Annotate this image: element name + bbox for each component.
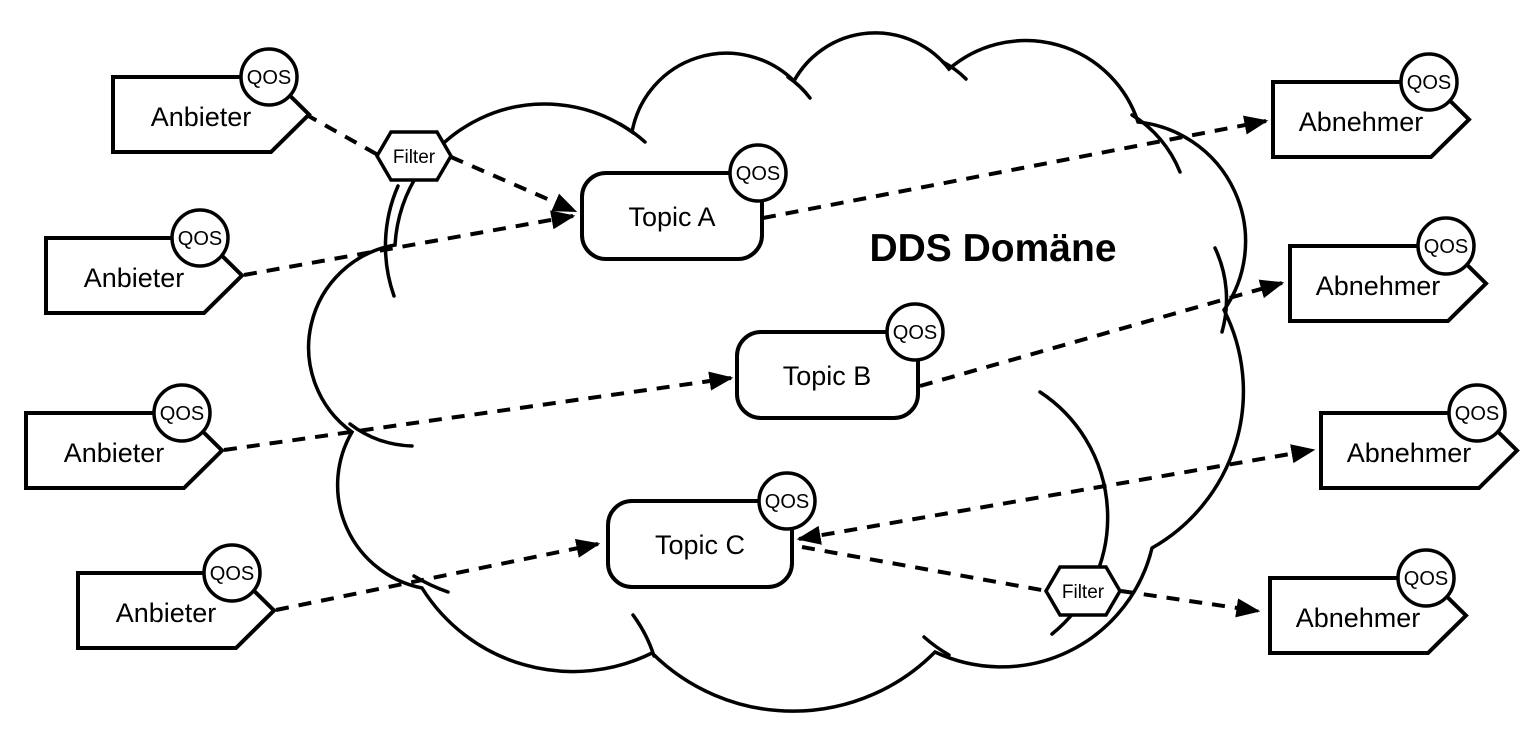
consumer-node-4: Abnehmer QOS <box>1268 548 1469 655</box>
link-anbieter2-topic-a <box>243 210 576 277</box>
link-anbieter3-topic-b <box>223 371 734 452</box>
link-anbieter1-filter1 <box>304 112 379 157</box>
qos-badge <box>1399 52 1459 112</box>
qos-badge-label: QOS <box>1455 403 1499 425</box>
provider-label: Anbieter <box>151 102 252 132</box>
link-filter2-abnehmer4 <box>1120 589 1261 618</box>
qos-badge-label: QOS <box>1404 568 1448 590</box>
qos-badge-label: QOS <box>210 563 254 585</box>
qos-badge-label: QOS <box>178 228 222 250</box>
link-topic-c-abnehmer3 <box>796 444 1316 545</box>
qos-badge <box>728 143 788 203</box>
topic-shape <box>735 330 920 420</box>
qos-badge <box>1447 383 1507 443</box>
filter-hexagon <box>1043 565 1123 617</box>
cloud-arc-tail <box>618 122 647 144</box>
provider-label: Anbieter <box>64 438 165 468</box>
filter-badge-2: Filter <box>1043 565 1123 617</box>
cloud-arc-tail <box>631 613 656 658</box>
qos-badge-label: QOS <box>736 163 780 185</box>
consumer-node-1: Abnehmer QOS <box>1271 52 1472 159</box>
link-topic-b-abnehmer2 <box>919 279 1285 388</box>
filter-label: Filter <box>1062 582 1105 603</box>
filter-label: Filter <box>393 147 436 168</box>
consumer-label: Abnehmer <box>1316 271 1441 301</box>
cloud-arc-tail <box>383 184 400 298</box>
qos-badge-label: QOS <box>247 67 291 89</box>
consumer-label: Abnehmer <box>1347 438 1472 468</box>
topic-node-c: Topic C QOS <box>606 471 817 589</box>
filter-badge-1: Filter <box>374 130 454 182</box>
provider-node-1: Anbieter QOS <box>111 47 312 154</box>
qos-badge <box>170 208 230 268</box>
topic-label: Topic C <box>655 530 745 560</box>
link-topic-a-abnehmer1 <box>762 115 1269 220</box>
qos-badge <box>885 302 945 362</box>
qos-badge <box>1396 548 1456 608</box>
consumer-label: Abnehmer <box>1299 107 1424 137</box>
consumer-node-2: Abnehmer QOS <box>1288 216 1489 323</box>
link-anbieter4-topic-c <box>275 538 601 612</box>
provider-label: Anbieter <box>84 263 185 293</box>
qos-badge-label: QOS <box>1407 72 1451 94</box>
qos-badge <box>202 543 262 603</box>
qos-badge <box>1416 216 1476 276</box>
cloud-arc-tail <box>786 75 812 100</box>
consumer-label: Abnehmer <box>1296 603 1421 633</box>
provider-label: Anbieter <box>116 598 217 628</box>
cloud-arc-tail <box>1130 113 1182 174</box>
link-topic-c-filter2 <box>801 545 1048 593</box>
qos-badge <box>757 471 817 531</box>
cloud-arc-tail <box>922 635 951 657</box>
qos-badge-label: QOS <box>765 491 809 513</box>
provider-node-2: Anbieter QOS <box>44 208 245 315</box>
cloud-arc-tail <box>412 574 450 594</box>
qos-badge-label: QOS <box>1424 236 1468 258</box>
cloud-arc-tail <box>348 422 414 448</box>
connections <box>223 112 1316 618</box>
cloud-arc-tail <box>941 60 968 81</box>
cloud-arc-tail <box>1213 246 1229 334</box>
topic-shape <box>606 499 794 589</box>
topic-node-b: Topic B QOS <box>735 302 945 420</box>
provider-node-3: Anbieter QOS <box>24 383 225 490</box>
topic-node-a: Topic A QOS <box>580 143 788 261</box>
consumer-node-3: Abnehmer QOS <box>1319 383 1520 490</box>
qos-badge <box>152 383 212 443</box>
qos-badge-label: QOS <box>160 403 204 425</box>
topic-shape <box>580 171 764 261</box>
topic-label: Topic B <box>783 361 872 391</box>
domain-title: DDS Domäne <box>869 227 1116 270</box>
qos-badge-label: QOS <box>893 322 937 344</box>
topic-label: Topic A <box>628 202 715 232</box>
provider-node-4: Anbieter QOS <box>76 543 277 650</box>
filter-hexagon <box>374 130 454 182</box>
qos-badge <box>239 47 299 107</box>
